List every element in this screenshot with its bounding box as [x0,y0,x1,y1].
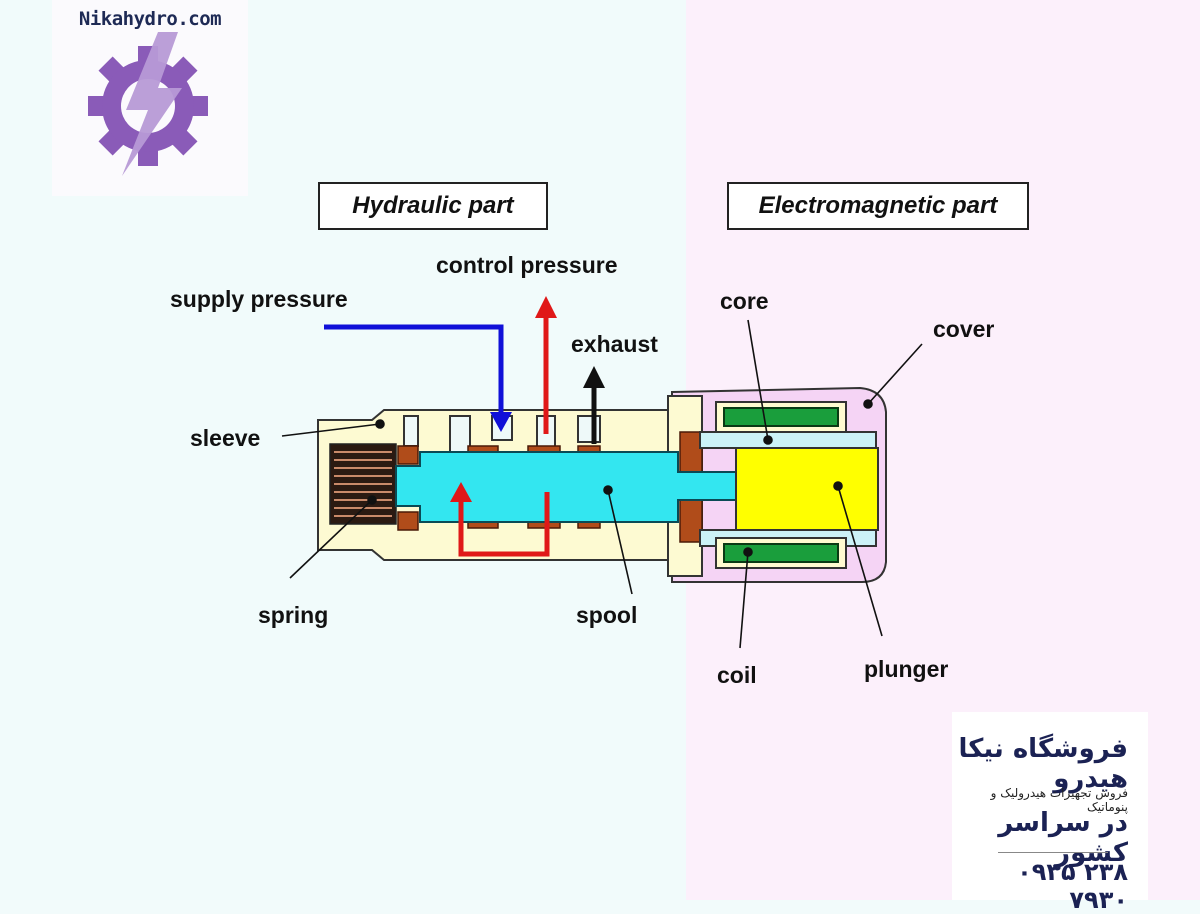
exhaust-label: exhaust [571,331,658,357]
supply-pressure-arrow [324,324,504,418]
plunger [735,447,879,531]
plunger-label: plunger [864,656,949,682]
shop-subtitle: فروش تجهیزات هیدرولیک و پنوماتیک [990,786,1128,814]
control-pressure-label: control pressure [436,252,618,278]
divider [998,852,1108,853]
core-label: core [720,288,769,314]
spring-label: spring [258,602,329,628]
shop-card: فروشگاه نیکا هیدرو فروش تجهیزات هیدرولیک… [952,712,1148,914]
electromagnetic-part-label: Electromagnetic part [727,182,1029,230]
shop-name: فروشگاه نیکا هیدرو [958,734,1128,794]
shop-phone: ۰۹۳۵ ۲۳۸ ۷۹۳۰ [1017,858,1128,914]
gear-lightning-icon [88,32,208,176]
shop-region: در سراسر کشور [998,808,1128,868]
core [699,431,877,449]
coil-label: coil [717,662,757,688]
logo-card: Nikahydro.com [52,0,248,196]
hydraulic-part-label: Hydraulic part [318,182,548,230]
site-name: Nikahydro.com [78,8,222,30]
spool-label: spool [576,602,638,628]
cover-label: cover [933,316,995,342]
control-feedback-path [458,492,550,557]
supply-pressure-label: supply pressure [170,286,348,312]
sleeve-label: sleeve [190,425,261,451]
